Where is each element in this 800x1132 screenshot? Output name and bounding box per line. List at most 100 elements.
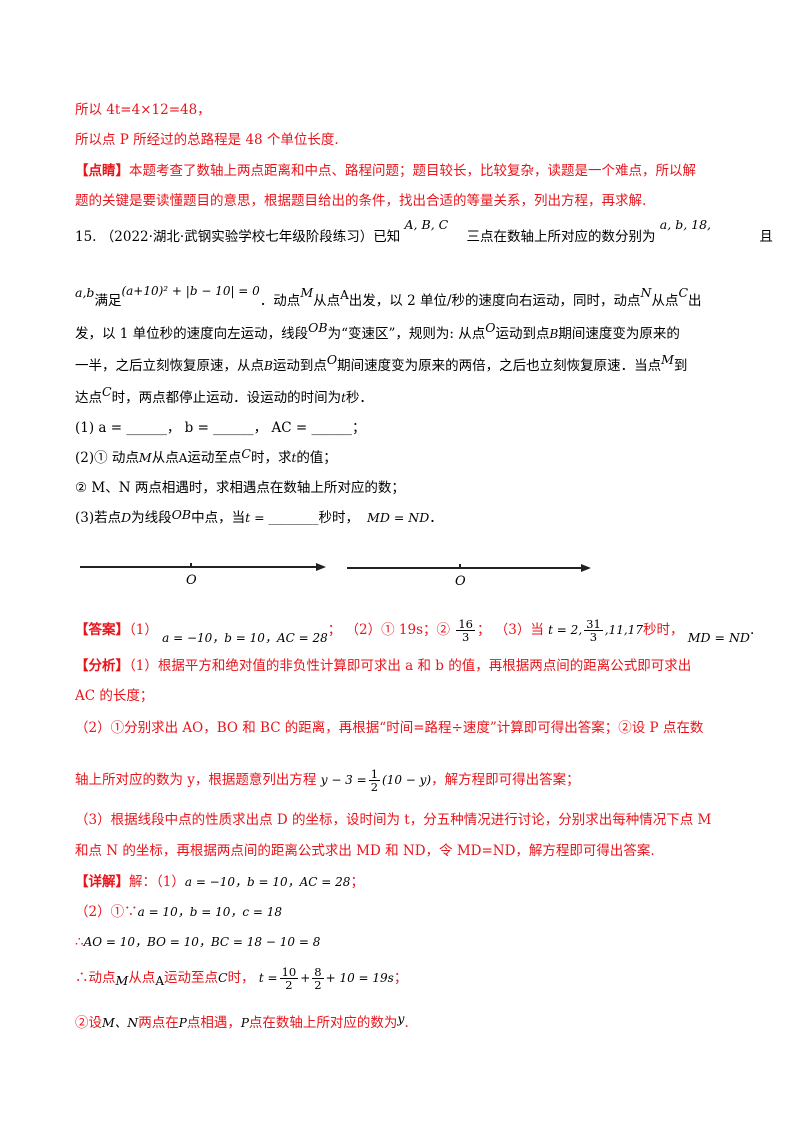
prev-line-2: 所以点 P 所经过的总路程是 48 个单位长度.: [75, 132, 339, 148]
answer-3-num: 31: [584, 617, 603, 631]
point-m-3: M: [138, 450, 152, 465]
analysis-line-3: （2）①分别求出 AO，BO 和 BC 的距离，再根据“时间=路程÷速度”计算即…: [75, 720, 704, 736]
detail-4-n1: 10: [279, 965, 299, 979]
answer-1-sep: ；: [327, 622, 342, 638]
point-p-2: P: [240, 1016, 249, 1030]
q15-p3b: 为线段: [131, 510, 172, 526]
detail-4d: 时，: [227, 970, 255, 986]
point-c: C: [678, 285, 689, 300]
prev-line-1: 所以 4t=4×12=48，: [75, 102, 211, 118]
q15-p2a-e: 的值；: [296, 450, 337, 466]
q15-l2b: ．动点: [259, 293, 301, 309]
point-p: P: [178, 1016, 187, 1030]
q15-line-1: 15. （2022·湖北·武钢实验学校七年级阶段练习）已知 A, B, C 三点…: [75, 217, 773, 247]
analysis-4-math-b: (10 − y): [382, 773, 432, 787]
point-o: O: [485, 320, 496, 335]
detail-5a: ②设: [75, 1015, 102, 1031]
point-o-2: O: [326, 352, 338, 367]
q15-l2f: 出: [688, 293, 702, 309]
q15-l4c: 期间速度变为原来的两倍，之后也立刻恢复原速．当点: [337, 358, 662, 374]
detail-line-3: ∴AO = 10，BO = 10，BC = 18 − 10 = 8: [75, 932, 320, 952]
q15-l4a: 一半，之后立刻恢复原速，从点: [75, 358, 264, 374]
comment-line-2: 题的关键是要读懂题目的意思，根据题目给出的条件，找出合适的等量关系，列出方程，再…: [75, 193, 647, 209]
q15-l5b: 时，两点都停止运动．设运动的时间为: [111, 390, 342, 406]
var-t: t: [341, 391, 346, 405]
q15-p2a: (2)① 动点: [75, 450, 139, 466]
q15-l2e: 从点: [651, 293, 679, 309]
point-m-2: M: [661, 352, 674, 367]
q15-p3e: 秒时，: [318, 510, 360, 526]
answer-1-label: （1）: [129, 622, 158, 638]
q15-p3a: (3)若点: [75, 510, 122, 526]
detail-line-2: （2）①∵a = 10，b = 10，c = 18: [75, 902, 282, 922]
q15-l2c: 从点: [313, 293, 341, 309]
answer-1-math: a = −10，b = 10，AC = 28: [162, 631, 328, 645]
answer-3-tail: 秒时，: [642, 622, 684, 638]
detail-3a: ∴: [75, 934, 84, 950]
q15-mid: 三点在数轴上所对应的数分别为: [466, 229, 656, 245]
detail-1-end: ；: [350, 874, 364, 890]
q15-line-4: 一半，之后立刻恢复原速，从点B运动到点O期间速度变为原来的两倍，之后也立刻恢复原…: [75, 352, 688, 376]
number-line-2: O: [347, 564, 591, 586]
answer-2-den: 3: [462, 630, 470, 644]
detail-4-d2: 2: [314, 978, 322, 992]
analysis-line-5: （3）根据线段中点的性质求出点 D 的坐标，设时间为 t，分五种情况进行讨论，分…: [75, 812, 712, 828]
q15-part-2b: ② M、N 两点相遇时，求相遇点在数轴上所对应的数；: [75, 480, 405, 496]
point-d: D: [121, 510, 132, 525]
origin-label-1: O: [186, 573, 197, 586]
answer-line: 【答案】（1） a = −10，b = 10，AC = 28； （2）① 19s…: [75, 617, 754, 645]
q15-l5c: 秒．: [345, 390, 373, 406]
point-b-2: B: [264, 359, 273, 373]
point-c-3: C: [241, 446, 251, 461]
q15-line-2: a,b满足(a+10)² + |b − 10| = 0．动点M从点A出发，以 2…: [75, 284, 702, 311]
point-b: B: [549, 327, 559, 341]
detail-4-n2: 8: [312, 965, 324, 979]
analysis-4b: ，解方程即可得出答案；: [431, 772, 580, 788]
detail-4-end: ；: [393, 970, 408, 986]
detail-4c: 运动至点: [163, 970, 218, 986]
answer-tag: 【答案】: [75, 622, 129, 638]
detail-4-d1: 2: [285, 978, 293, 992]
comment-tag: 【点睛】: [75, 163, 129, 179]
q15-part-3: (3)若点D为线段OB中点，当t = ________秒时，MD = ND．: [75, 507, 443, 528]
answer-3-den: 3: [589, 630, 598, 644]
t-blank: t = ________: [245, 510, 319, 525]
q15-vars: a,b: [75, 285, 95, 300]
detail-line-5: ②设M、N两点在P点相遇，P点在数轴上所对应的数为y.: [75, 1011, 409, 1033]
detail-3-math: AO = 10，BO = 10，BC = 18 − 10 = 8: [83, 935, 321, 949]
q15-l3b: 为“变速区”，规则为: 从点: [327, 326, 486, 342]
detail-5b: 两点在: [138, 1015, 179, 1031]
analysis-4-den: 2: [370, 780, 379, 794]
q15-l3c: 运动到点: [495, 326, 550, 342]
answer-3-label: （3）当: [494, 622, 544, 638]
q15-line-3: 发，以 1 单位秒的速度向左运动，线段OB为“变速区”，规则为: 从点O运动到点…: [75, 320, 680, 344]
segment-ob-2: OB: [171, 507, 192, 522]
condition-md-nd: MD = ND: [367, 510, 430, 525]
points-m-n: M、N: [102, 1015, 139, 1030]
q15-l4d: 到: [673, 358, 688, 374]
analysis-line-6: 和点 N 的坐标，再根据两点间的距离公式求出 MD 和 ND，令 MD=ND，解…: [75, 843, 655, 859]
analysis-4-math-a: y − 3 =: [320, 773, 367, 787]
answer-2-num: 16: [456, 617, 475, 631]
detail-4-math-b: + 10 = 19s: [325, 971, 394, 985]
analysis-4-num: 1: [368, 767, 381, 781]
answer-2-sep: ；: [476, 622, 491, 638]
detail-4-math-a: t =: [258, 971, 278, 985]
answer-3-math-a: t = 2,: [548, 623, 583, 637]
arrow-right-icon: [316, 563, 326, 571]
q15-p2a-d: 时，求: [250, 450, 292, 466]
point-a-2: A: [178, 451, 188, 465]
var-t-2: t: [291, 451, 297, 465]
detail-2-math: a = 10，b = 10，c = 18: [137, 905, 283, 919]
point-a-3: A: [155, 974, 164, 988]
point-c-4: C: [217, 970, 228, 985]
q15-points: A, B, C: [404, 217, 449, 232]
q15-part-1: (1) a = ______， b = ______， AC = ______；: [75, 420, 366, 436]
q15-equation: (a+10)² + |b − 10| = 0: [121, 284, 260, 298]
